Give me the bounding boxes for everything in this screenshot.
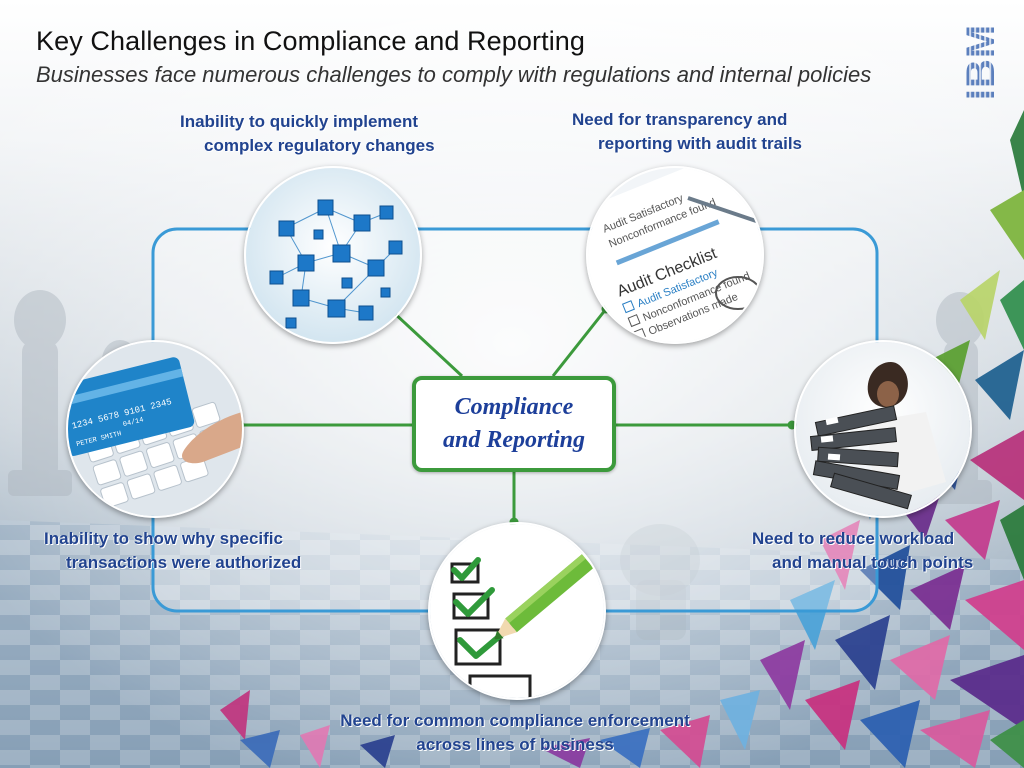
- audit-checklist-icon: Audit Satisfactory Nonconformance found …: [586, 166, 764, 344]
- center-compliance-box: Compliance and Reporting: [412, 376, 616, 472]
- challenge-label-line1: Need to reduce workload: [752, 529, 955, 548]
- connector-lines: [240, 308, 792, 522]
- challenge-label-line1: Need for common compliance enforcement: [340, 711, 690, 730]
- ibm-logo: IBM: [959, 24, 1003, 100]
- slide-title: Key Challenges in Compliance and Reporti…: [36, 26, 586, 56]
- challenge-label-transactions: Inability to show why specific transacti…: [44, 527, 301, 575]
- challenge-label-line2: complex regulatory changes: [204, 136, 435, 155]
- challenge-label-line2: reporting with audit trails: [598, 134, 803, 153]
- challenge-label-line2: transactions were authorized: [66, 553, 302, 572]
- challenge-label-regulatory: Inability to quickly implement complex r…: [180, 110, 435, 158]
- challenge-label-line1: Inability to quickly implement: [180, 112, 419, 131]
- network-cubes-icon: [244, 166, 422, 344]
- checklist-pencil-icon: [428, 522, 606, 700]
- challenge-label-line2: across lines of business: [416, 735, 614, 754]
- challenge-label-line1: Need for transparency and: [572, 110, 788, 129]
- binders-stack-icon: [794, 340, 972, 518]
- ibm-logo-text: IBM: [959, 23, 1004, 101]
- challenge-label-line1: Inability to show why specific: [44, 529, 283, 548]
- challenge-label-workload: Need to reduce workload and manual touch…: [752, 527, 973, 575]
- credit-card-keyboard-icon: 1234 5678 9101 2345 04/14 PETER SMITH: [66, 340, 244, 518]
- challenge-label-enforcement: Need for common compliance enforcement a…: [310, 709, 720, 757]
- challenge-label-line2: and manual touch points: [772, 553, 974, 572]
- center-box-line1: Compliance: [454, 394, 574, 420]
- center-box-line2: and Reporting: [442, 427, 586, 453]
- slide-subtitle: Businesses face numerous challenges to c…: [36, 62, 872, 87]
- challenge-label-transparency: Need for transparency and reporting with…: [572, 108, 802, 156]
